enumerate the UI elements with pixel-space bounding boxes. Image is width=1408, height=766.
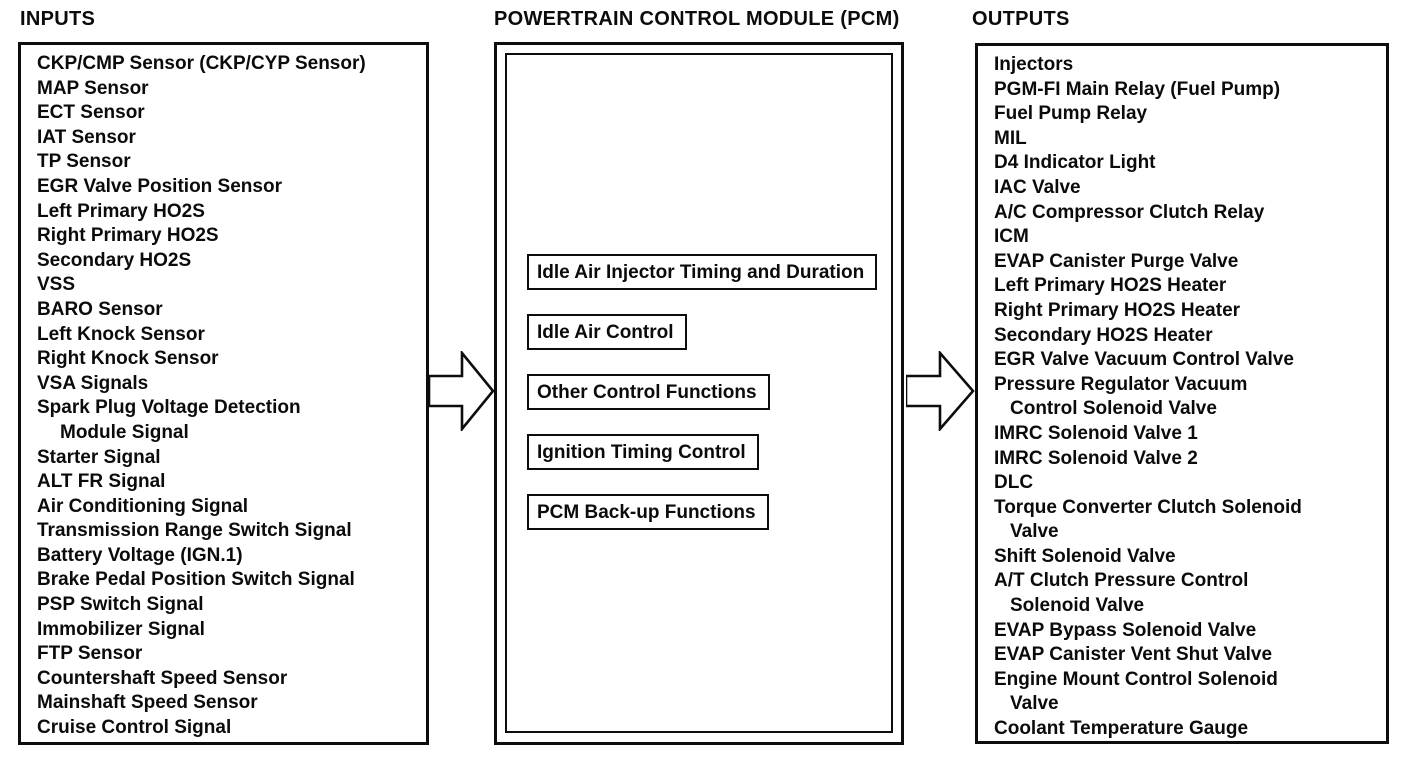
arrow-right-icon [906, 351, 975, 431]
output-list-line: Injectors [994, 54, 1074, 75]
input-list-line: Transmission Range Switch Signal [37, 520, 352, 542]
input-list-line: ECT Sensor [37, 102, 145, 124]
output-list-line: Engine Mount Control Solenoid [994, 668, 1278, 690]
input-list-line: VSS [37, 274, 76, 296]
input-list-line: Brake Pedal Position Switch Signal [37, 569, 355, 591]
input-list-line: CKP/CMP Sensor (CKP/CYP Sensor) [37, 53, 366, 74]
pcm-title: POWERTRAIN CONTROL MODULE (PCM) [494, 8, 900, 30]
input-list-line: Spark Plug Voltage Detection [37, 397, 301, 419]
input-list-line: TP Sensor [37, 151, 131, 173]
output-list-line: Control Solenoid Valve [1010, 398, 1217, 420]
pcm-function-box: Idle Air Control [527, 314, 687, 350]
output-list-line: DLC [994, 472, 1034, 494]
input-list-line: EGR Valve Position Sensor [37, 175, 282, 197]
output-list-line: Torque Converter Clutch Solenoid [994, 496, 1302, 518]
pcm-function-box: Ignition Timing Control [527, 434, 759, 470]
output-list-line: IMRC Solenoid Valve 2 [994, 447, 1198, 469]
output-list-line: MIL [994, 127, 1027, 149]
input-list-line: FTP Sensor [37, 643, 143, 665]
input-list-line: BARO Sensor [37, 298, 163, 320]
output-list-line: Secondary HO2S Heater [994, 324, 1213, 346]
input-list-line: Right Knock Sensor [37, 348, 219, 370]
output-list-line: PGM-FI Main Relay (Fuel Pump) [994, 78, 1281, 100]
output-list-line: A/T Clutch Pressure Control [994, 570, 1249, 592]
output-list-line: Valve [1010, 521, 1059, 543]
output-list-line: D4 Indicator Light [994, 152, 1156, 174]
output-list-line: IAC Valve [994, 176, 1081, 198]
inputs-list: CKP/CMP Sensor (CKP/CYP Sensor) MAP Senso… [21, 45, 426, 741]
output-list-line: Solenoid Valve [1010, 595, 1145, 617]
pcm-function-box: Idle Air Injector Timing and Duration [527, 254, 878, 290]
output-list-line: A/C Compressor Clutch Relay [994, 201, 1265, 223]
output-list-line: IMRC Solenoid Valve 1 [994, 422, 1198, 444]
output-list-line: Coolant Temperature Gauge [994, 718, 1249, 740]
input-list-line: Countershaft Speed Sensor [37, 667, 288, 689]
input-list-line: Mainshaft Speed Sensor [37, 692, 258, 714]
output-list-line: Shift Solenoid Valve [994, 545, 1176, 567]
output-list-line: Fuel Pump Relay [994, 103, 1148, 125]
input-list-line: IAT Sensor [37, 126, 136, 148]
input-list-line: Right Primary HO2S [37, 225, 219, 247]
input-list-line: MAP Sensor [37, 77, 149, 99]
inputs-box: CKP/CMP Sensor (CKP/CYP Sensor) MAP Senso… [18, 42, 429, 745]
output-list-line: EVAP Canister Purge Valve [994, 250, 1239, 272]
input-list-line: Air Conditioning Signal [37, 495, 249, 517]
inputs-title: INPUTS [20, 8, 96, 30]
input-list-line: Starter Signal [37, 446, 161, 468]
outputs-title: OUTPUTS [972, 8, 1070, 30]
input-list-line: PSP Switch Signal [37, 594, 204, 616]
output-list-line: Valve [1010, 693, 1059, 715]
output-list-line: Right Primary HO2S Heater [994, 299, 1241, 321]
pcm-function-box: PCM Back-up Functions [527, 494, 769, 530]
output-list-line: EVAP Bypass Solenoid Valve [994, 619, 1257, 641]
output-list-line: EGR Valve Vacuum Control Valve [994, 349, 1294, 371]
input-list-line: Left Primary HO2S [37, 200, 205, 222]
input-list-line: ALT FR Signal [37, 471, 166, 493]
pcm-function-box: Other Control Functions [527, 374, 770, 410]
output-list-line: Pressure Regulator Vacuum [994, 373, 1248, 395]
input-list-line: VSA Signals [37, 372, 149, 394]
input-list-line: Immobilizer Signal [37, 618, 205, 640]
input-list-line: Secondary HO2S [37, 249, 192, 271]
output-list-line: Left Primary HO2S Heater [994, 275, 1227, 297]
input-list-line: Battery Voltage (IGN.1) [37, 544, 243, 566]
output-list-line: EVAP Canister Vent Shut Valve [994, 644, 1273, 666]
input-list-line: Left Knock Sensor [37, 323, 205, 345]
input-list-line: Cruise Control Signal [37, 717, 232, 739]
input-list-line: Module Signal [60, 421, 189, 443]
output-list-line: ICM [994, 226, 1029, 248]
arrow-right-icon [429, 351, 495, 431]
